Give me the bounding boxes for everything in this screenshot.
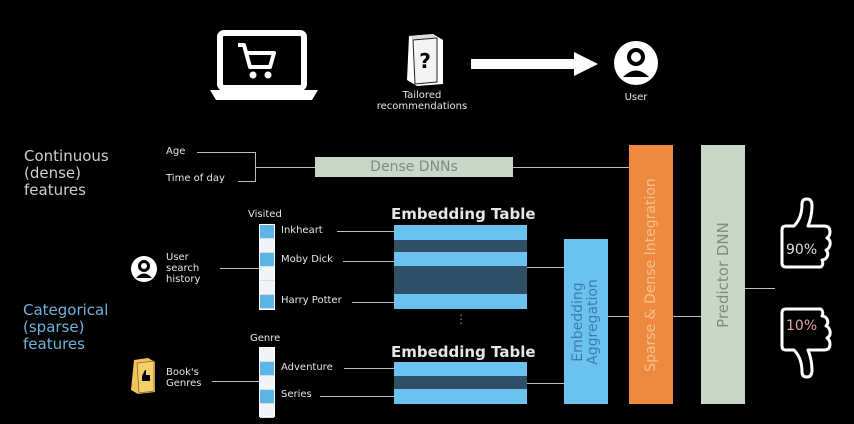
visited-item: Harry Potter	[281, 295, 342, 306]
arrow-right-icon	[470, 50, 600, 78]
laptop-cart-icon	[208, 30, 320, 102]
connector	[238, 181, 255, 182]
connector	[745, 288, 775, 289]
sparse-section-label: Categorical (sparse) features	[23, 301, 109, 353]
user-icon	[613, 40, 659, 86]
visited-vector	[259, 224, 275, 310]
like-percentage: 90%	[786, 242, 818, 258]
connector	[343, 261, 394, 262]
connector	[255, 167, 315, 168]
genre-item: Adventure	[281, 362, 333, 373]
dense-feature-time: Time of day	[166, 173, 225, 184]
book-caption: Tailored recommendations	[376, 90, 468, 112]
connector	[344, 368, 394, 369]
dense-section-label: Continuous (dense) features	[24, 147, 109, 199]
embedding-table-search	[394, 225, 527, 309]
connector	[337, 231, 394, 232]
user-search-icon	[130, 255, 158, 283]
ellipsis: ⋮	[455, 312, 467, 326]
connector	[212, 381, 260, 382]
embedding-table-genres	[394, 362, 527, 404]
connector	[352, 302, 394, 303]
genre-label: Genre	[250, 333, 281, 344]
book-question-icon: ?	[403, 32, 445, 87]
connector	[527, 383, 564, 384]
visited-label: Visited	[248, 209, 282, 220]
embedding-table-title: Embedding Table	[391, 205, 536, 223]
thumbs-up-icon	[772, 196, 836, 272]
book-genres-label: Book's Genres	[166, 367, 202, 389]
dense-feature-age: Age	[166, 146, 186, 157]
connector	[527, 267, 564, 268]
genre-vector	[259, 347, 275, 418]
embedding-aggregation-box: Embedding Aggregation	[564, 239, 608, 404]
dislike-percentage: 10%	[786, 318, 818, 334]
connector	[220, 268, 260, 269]
connector	[608, 316, 629, 317]
svg-text:?: ?	[419, 49, 431, 73]
connector	[320, 396, 394, 397]
connector	[197, 152, 255, 153]
sparse-dense-integration-box: Sparse & Dense Integration	[629, 145, 673, 404]
visited-item: Inkheart	[281, 225, 323, 236]
visited-item: Moby Dick	[281, 254, 333, 265]
dense-dnn-box: Dense DNNs	[315, 157, 513, 177]
user-search-label: User search history	[166, 252, 201, 285]
predictor-dnn-box: Predictor DNN	[701, 145, 745, 404]
embedding-table-title: Embedding Table	[391, 343, 536, 361]
connector	[673, 316, 701, 317]
genre-item: Series	[281, 389, 312, 400]
thumbs-down-icon	[772, 304, 836, 380]
user-caption: User	[624, 92, 648, 103]
connector	[513, 167, 629, 168]
book-genre-icon	[130, 357, 156, 395]
